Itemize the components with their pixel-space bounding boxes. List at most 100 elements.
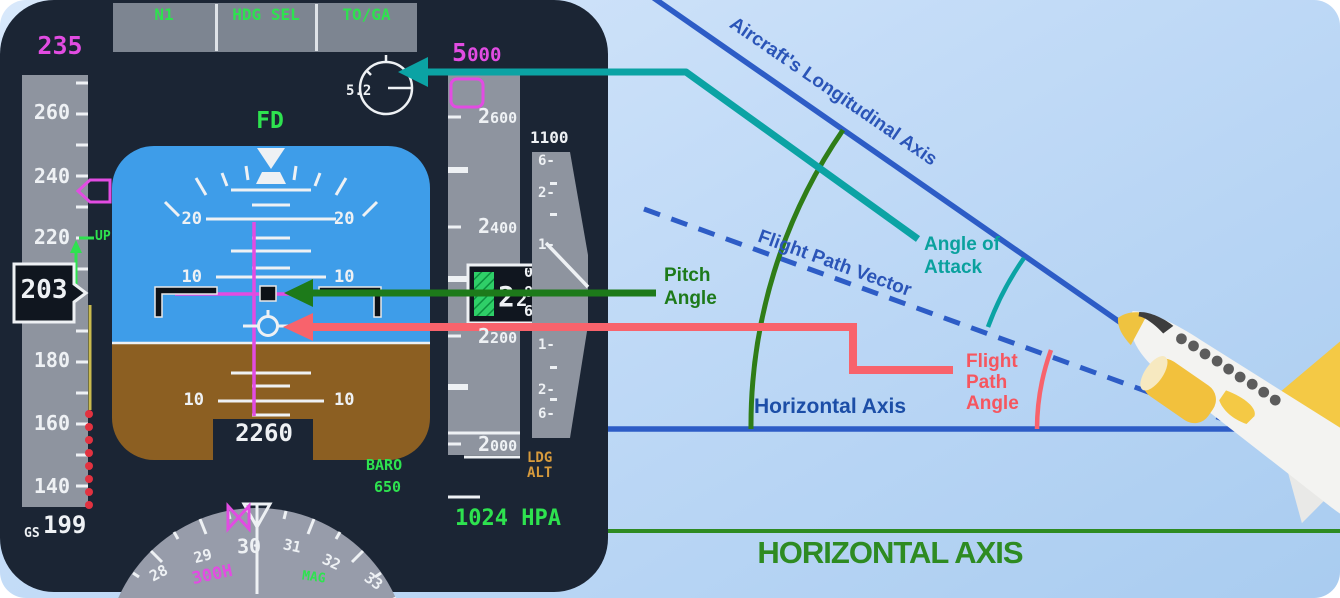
- fpa-gauge-value: 5.2: [346, 83, 372, 99]
- pitch-ladder-label: 20: [334, 209, 355, 229]
- altitude-tape-label: 2400: [478, 216, 517, 237]
- speed-tape-label: 220: [33, 225, 70, 249]
- altitude-tape: 2 2 00 80 60: [448, 75, 544, 499]
- fma-mode-bar: [113, 3, 417, 52]
- alt-label-minor: 600: [490, 109, 518, 127]
- alt-label-major: 2: [478, 214, 491, 238]
- vsi-scale-label: 1-: [538, 337, 555, 353]
- compass-number: 31: [281, 535, 303, 557]
- angle-of-attack-label: Angle of Attack: [924, 233, 1000, 279]
- fma-mode-hdg-sel: HDG SEL: [232, 5, 300, 24]
- vsi-scale-label: 1-: [538, 237, 555, 253]
- heading-ref-mode: MAG: [301, 568, 327, 587]
- flight-path-angle-line2: Path: [966, 372, 1008, 393]
- airplane-windows: [1176, 333, 1281, 406]
- compass-number: 30: [236, 533, 262, 559]
- vsi-scale-label: 2-: [538, 185, 555, 201]
- flight-path-angle-arrow: [283, 313, 953, 374]
- speed-tape-label: 160: [33, 411, 70, 435]
- vsi-scale-label: 6-: [538, 406, 555, 422]
- angle-of-attack-line2: Attack: [924, 257, 983, 278]
- alt-label-major: 2: [478, 324, 491, 348]
- airplane-illustration: [1117, 311, 1340, 540]
- fma-mode-n1: N1: [154, 5, 174, 24]
- vsi-ticks: [550, 182, 557, 401]
- pitch-angle-label: Pitch Angle: [664, 264, 717, 310]
- angle-of-attack-arrow: [398, 57, 921, 242]
- airplane-fuselage: [1130, 311, 1340, 540]
- flight-path-vector-line: [643, 206, 1243, 429]
- alt-readout-mid: 2: [516, 289, 527, 311]
- pitch-ladder-label: 10: [181, 267, 202, 287]
- bank-sky-pointer: [257, 148, 285, 169]
- angle-of-attack-line1: Angle of: [924, 234, 1000, 255]
- radio-alt-cutout: [213, 419, 313, 460]
- altitude-tape-label: 2200: [478, 326, 517, 347]
- bank-slip-indicator: [256, 172, 286, 184]
- heading-bug: [226, 502, 251, 533]
- alt-label-minor: 000: [490, 437, 518, 455]
- radio-altitude: 2260: [235, 419, 293, 447]
- speed-tape-label: 240: [33, 164, 70, 188]
- pitch-ladder: [206, 188, 336, 417]
- target-altitude-major: 5: [452, 38, 468, 67]
- pitch-ladder-label: 10: [334, 390, 355, 410]
- pitch-angle-arrowhead: [284, 279, 313, 307]
- altitude-tape-ticks: [448, 115, 461, 446]
- target-altitude: 5000: [452, 38, 502, 67]
- vsi-scale-label: 6-: [538, 153, 555, 169]
- stall-speed-band: [85, 410, 93, 509]
- flight-path-angle-line1: Flight: [966, 351, 1018, 372]
- current-speed: 203: [20, 275, 68, 305]
- airplane-engine-inlet: [1140, 356, 1168, 391]
- alt-label-minor: 400: [490, 219, 518, 237]
- target-altitude-minor: 000: [467, 44, 502, 66]
- flight-path-angle-arc: [1034, 349, 1054, 430]
- speed-tape: [12, 75, 112, 509]
- speed-readout-box: [12, 262, 89, 324]
- altitude-tape-label: 2000: [478, 434, 517, 455]
- airplane-tail-fin: [1287, 469, 1327, 524]
- fma-mode-toga: TO/GA: [342, 5, 391, 24]
- flight-path-angle-label: Flight Path Angle: [966, 351, 1019, 414]
- qnh-setting: 1024 HPA: [455, 506, 561, 531]
- landing-altitude-label: LDG: [527, 450, 553, 466]
- airplane-nose: [1117, 312, 1148, 346]
- compass-rose: [118, 502, 396, 598]
- pitch-ladder-label: 20: [181, 209, 202, 229]
- ground-speed-value: 199: [43, 511, 87, 539]
- horizontal-axis-title: HORIZONTAL AXIS: [757, 535, 1023, 570]
- fpa-gauge: [358, 55, 414, 116]
- alt-label-minor: 200: [490, 329, 518, 347]
- speed-tape-label: 180: [33, 348, 70, 372]
- angle-of-attack-arrowhead: [398, 57, 428, 87]
- flight-path-angle-line3: Angle: [966, 393, 1019, 414]
- speed-tape-label: 140: [33, 474, 70, 498]
- vsi-scale-label: 2-: [538, 382, 555, 398]
- speed-bug: [75, 178, 112, 204]
- attitude-indicator: [112, 146, 430, 460]
- speed-trend-arrow: [70, 236, 94, 289]
- pitch-ladder-label: 10: [334, 267, 355, 287]
- airplane-overwing-exit: [1219, 390, 1255, 425]
- flight-path-angle-arrowhead: [283, 313, 313, 341]
- alt-label-major: 2: [478, 432, 491, 456]
- pitch-angle-arrow: [284, 279, 656, 307]
- longitudinal-axis-line: [651, 0, 1126, 328]
- baro-value: 650: [374, 478, 402, 496]
- angle-of-attack-arc: [985, 256, 1026, 328]
- alt-label-major: 2: [478, 104, 491, 128]
- altitude-tape-label: 2600: [478, 106, 517, 127]
- vsi-needle: [544, 241, 590, 289]
- pitch-angle-line2: Angle: [664, 288, 717, 309]
- pitch-angle-line1: Pitch: [664, 265, 711, 286]
- speed-tape-label: 260: [33, 100, 70, 124]
- airplane-cockpit-window: [1138, 311, 1174, 334]
- landing-altitude-label: ALT: [527, 465, 553, 481]
- pitch-ladder-label: 10: [183, 390, 204, 410]
- bank-scale-ticks: [163, 165, 379, 218]
- ground-speed-label: GS: [24, 526, 40, 541]
- horizontal-axis-label: Horizontal Axis: [754, 395, 907, 418]
